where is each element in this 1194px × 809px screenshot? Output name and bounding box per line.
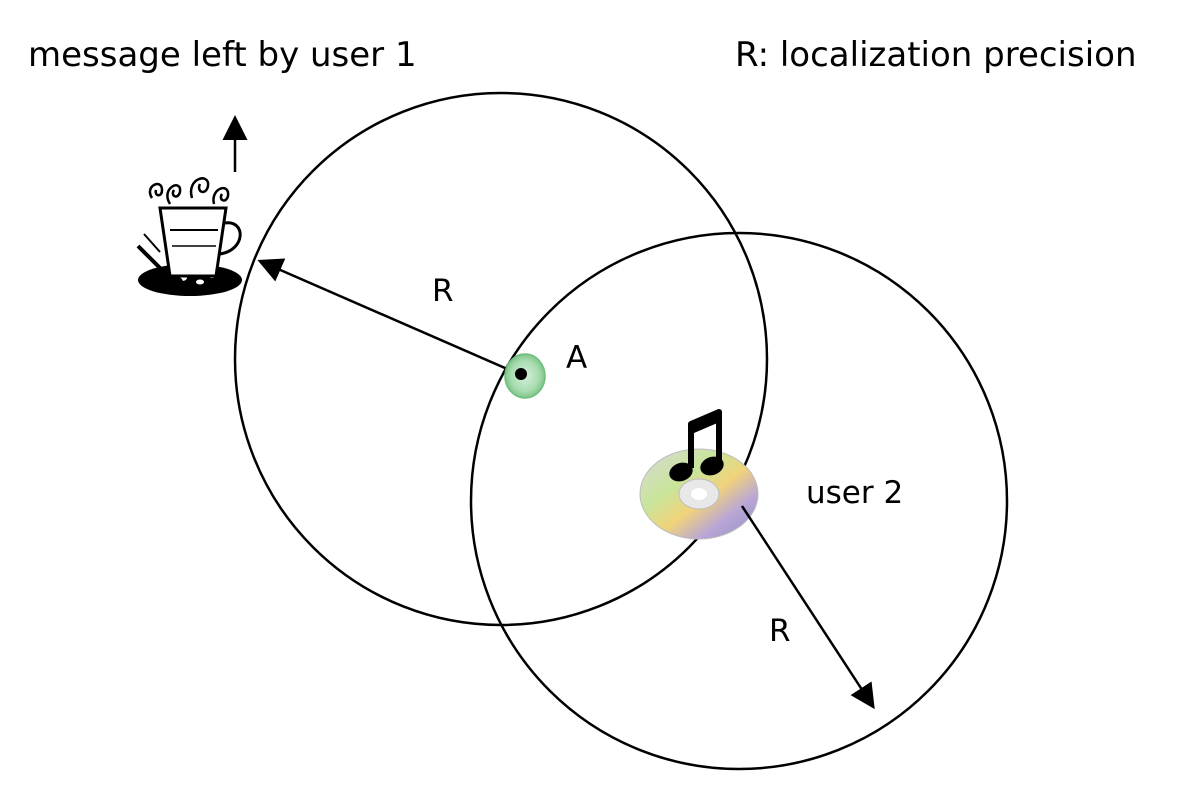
title-message-left: message left by user 1 <box>28 35 417 75</box>
radius-label-user-2: R <box>769 613 791 649</box>
precision-circle-user-2 <box>469 231 1009 771</box>
title-localization-precision: R: localization precision <box>735 35 1137 75</box>
music-cd-icon <box>639 409 759 540</box>
user-2-label: user 2 <box>806 475 903 511</box>
radius-label-user-1: R <box>432 273 454 309</box>
radius-arrow-user-2 <box>740 505 875 710</box>
precision-circle-user-1 <box>233 91 769 627</box>
radius-arrow-user-1 <box>257 258 522 377</box>
coffee-cup-icon <box>136 177 242 296</box>
location-dot-icon <box>504 353 546 399</box>
point-label-a: A <box>566 340 587 376</box>
